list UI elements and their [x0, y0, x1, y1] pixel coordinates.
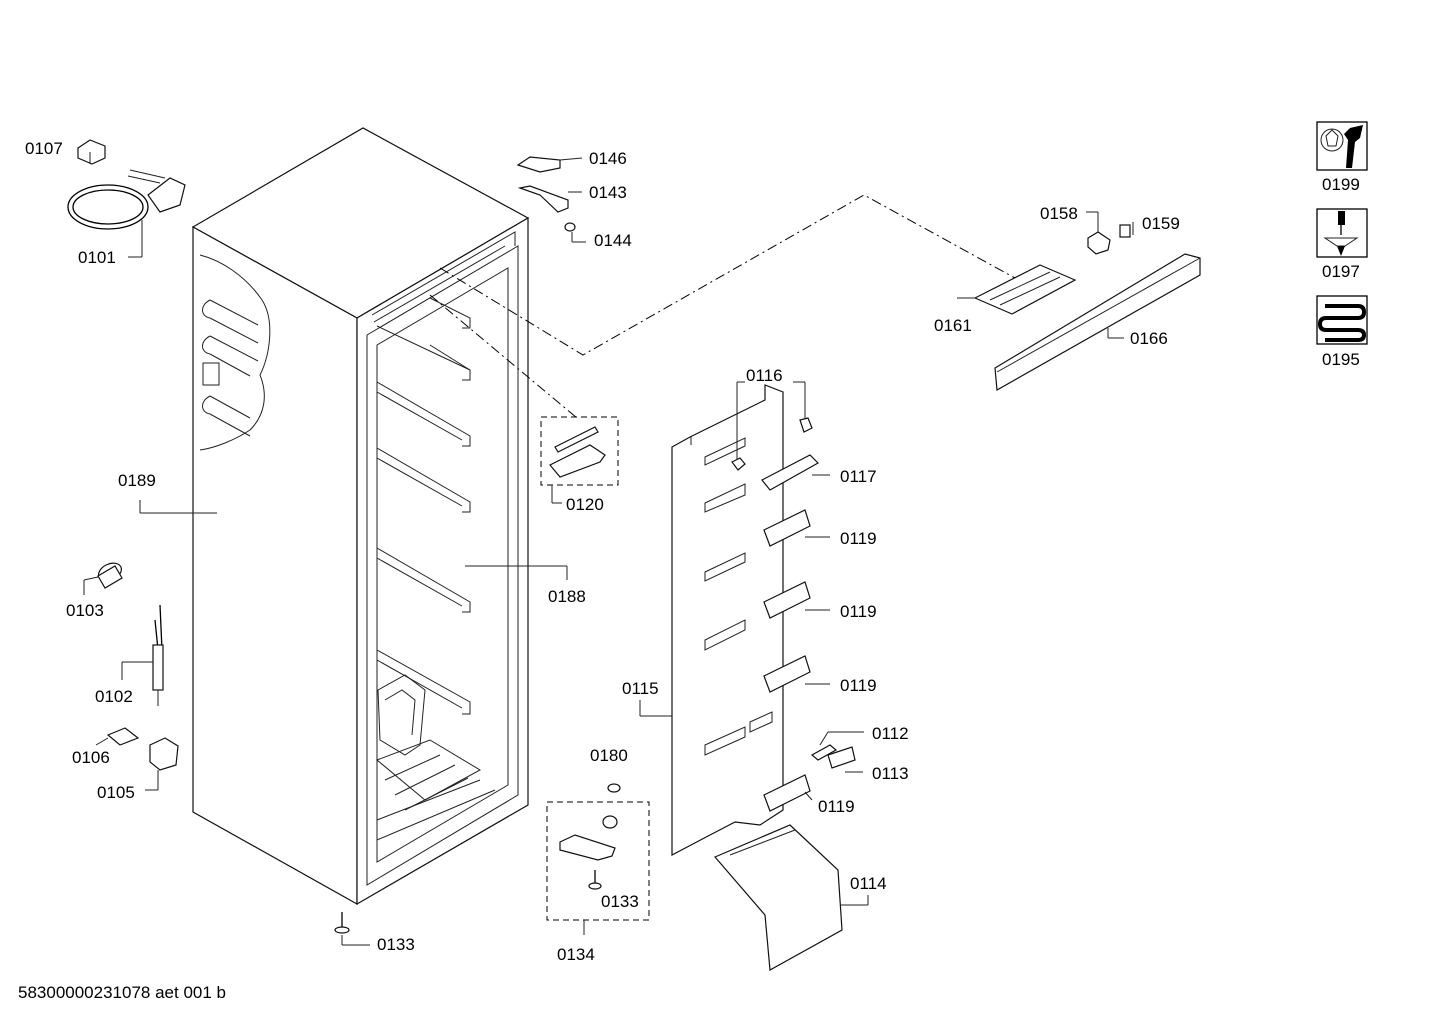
part-0106-pad[interactable]: [95, 727, 140, 746]
label-0144: 0144: [594, 231, 632, 250]
label-0119-b: 0119: [840, 602, 877, 621]
label-0120: 0120: [566, 495, 604, 514]
label-0158: 0158: [1040, 204, 1078, 223]
part-0119-door-bin-3[interactable]: [763, 655, 830, 693]
label-0166: 0166: [1130, 329, 1168, 348]
label-0119-a: 0119: [840, 529, 877, 548]
label-0143: 0143: [589, 183, 627, 202]
label-0180: 0180: [590, 746, 628, 765]
label-0102: 0102: [95, 687, 133, 706]
label-0107: 0107: [25, 139, 63, 158]
part-0159-knob[interactable]: [1119, 222, 1134, 238]
reference-line-0120: [429, 294, 578, 419]
legend-heating-coil-icon: [1316, 295, 1368, 345]
label-0112: 0112: [872, 724, 909, 743]
label-0189: 0189: [118, 471, 156, 490]
part-0107-connector[interactable]: [77, 139, 106, 165]
part-0119-door-bin-1[interactable]: [763, 509, 830, 547]
part-0144-screw[interactable]: [564, 222, 586, 243]
label-0161: 0161: [934, 316, 972, 335]
label-0106: 0106: [72, 748, 110, 767]
legend-label-0199: 0199: [1322, 175, 1360, 194]
part-0133-foot-screw[interactable]: [334, 912, 370, 946]
label-0103: 0103: [66, 601, 104, 620]
part-0161-control-module[interactable]: [957, 264, 1077, 315]
label-0101: 0101: [78, 248, 116, 267]
part-0180-washer[interactable]: [607, 783, 621, 793]
part-0115-door-liner[interactable]: [671, 384, 784, 856]
legend-screwdriver-screw-icon: [1316, 208, 1368, 258]
label-0113: 0113: [872, 764, 909, 783]
drawing-number: 58300000231078 aet 001 b: [18, 983, 226, 1002]
label-0134: 0134: [557, 945, 595, 964]
part-0112-clip[interactable]: [810, 731, 864, 761]
part-0114-bottom-cover[interactable]: [714, 824, 869, 971]
label-0119-c: 0119: [840, 676, 877, 695]
part-0105-relay[interactable]: [145, 737, 179, 791]
part-0134-hinge-assembly[interactable]: [546, 801, 650, 935]
part-0120-switch-assembly[interactable]: [540, 416, 619, 504]
legend-wrench-nut-icon: [1316, 121, 1368, 171]
label-0146: 0146: [589, 149, 627, 168]
label-0188: 0188: [548, 587, 586, 606]
label-0119-d: 0119: [818, 797, 855, 816]
label-0115: 0115: [622, 679, 659, 698]
part-0158-lamp-socket[interactable]: [1086, 211, 1111, 255]
part-0119-door-bin-4[interactable]: [763, 774, 813, 812]
legend-label-0195: 0195: [1322, 350, 1360, 369]
reference-line-0161: [439, 194, 1016, 356]
part-0101-power-cord[interactable]: [67, 169, 186, 258]
label-0133-hinge: 0133: [601, 892, 639, 911]
label-0114: 0114: [850, 874, 887, 893]
part-0116-plug[interactable]: [731, 381, 813, 471]
part-0117-shelf-bracket[interactable]: [761, 454, 830, 491]
part-0102-sensor[interactable]: [121, 604, 164, 706]
legend-label-0197: 0197: [1322, 262, 1360, 281]
part-0143-bracket[interactable]: [517, 185, 582, 213]
part-0119-door-bin-2[interactable]: [763, 581, 830, 619]
label-0117: 0117: [840, 467, 877, 486]
part-0103-capacitor[interactable]: [83, 560, 124, 595]
label-0116: 0116: [746, 366, 783, 385]
label-0105: 0105: [97, 783, 135, 802]
part-0113-cap[interactable]: [827, 746, 863, 773]
part-0166-control-panel-cover[interactable]: [994, 253, 1201, 391]
label-0159: 0159: [1142, 214, 1180, 233]
cabinet-body[interactable]: [191, 127, 530, 906]
label-0133-foot: 0133: [377, 935, 415, 954]
part-0146-cover[interactable]: [516, 156, 583, 173]
